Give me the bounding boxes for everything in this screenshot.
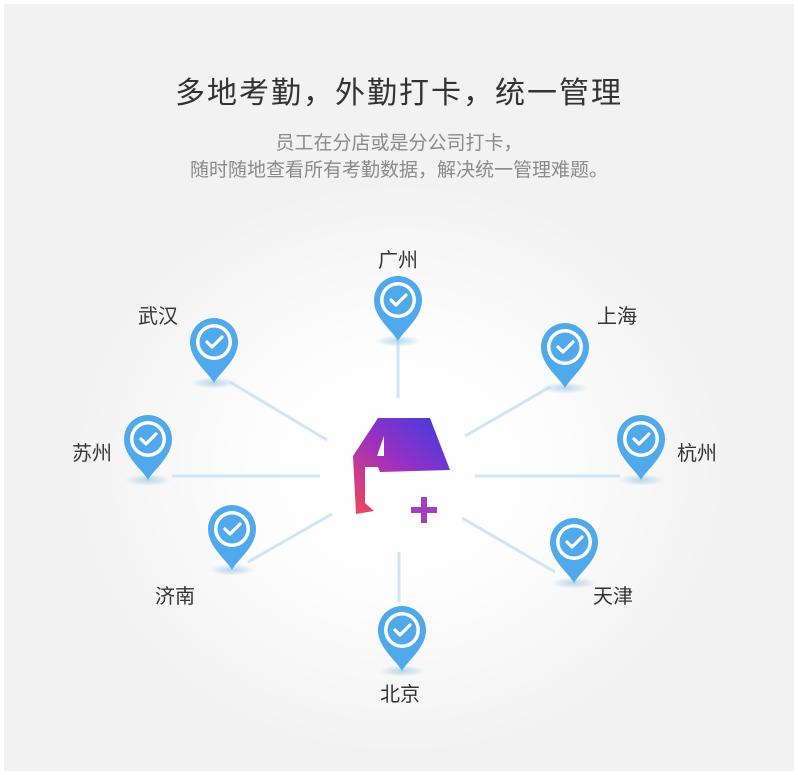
- location-check-icon: [122, 413, 174, 486]
- connector-line-jinan: [247, 512, 333, 564]
- connector-line-shanghai: [464, 385, 551, 438]
- city-label-tianjin: 天津: [593, 584, 633, 608]
- location-check-icon: [615, 413, 667, 486]
- pin-marker: [615, 413, 667, 482]
- location-check-icon: [376, 604, 428, 677]
- location-check-icon: [206, 503, 258, 576]
- location-check-icon: [548, 516, 600, 589]
- connector-lines: [172, 342, 620, 602]
- city-label-shanghai: 上海: [597, 304, 637, 328]
- city-label-hangzhou: 杭州: [677, 441, 717, 465]
- city-label-guangzhou: 广州: [378, 248, 418, 272]
- city-label-suzhou: 苏州: [72, 441, 112, 465]
- pin-marker: [376, 604, 428, 673]
- city-label-jinan: 济南: [155, 584, 195, 608]
- location-pins: [122, 274, 667, 677]
- connector-line-wuhan: [229, 380, 328, 442]
- pin-marker: [372, 274, 424, 343]
- pin-marker: [539, 321, 591, 390]
- subtitle-line-2: 随时随地查看所有考勤数据，解决统一管理难题。: [189, 159, 608, 181]
- location-check-icon: [188, 316, 240, 389]
- subtitle-line-1: 员工在分店或是分公司打卡，: [275, 132, 523, 154]
- city-label-wuhan: 武汉: [138, 304, 178, 328]
- app-logo-icon: [353, 418, 450, 523]
- page-title: 多地考勤，外勤打卡，统一管理: [175, 76, 623, 111]
- city-label-beijing: 北京: [380, 682, 420, 706]
- connector-line-tianjin: [461, 516, 556, 574]
- pin-marker: [188, 316, 240, 385]
- location-check-icon: [539, 321, 591, 394]
- location-check-icon: [372, 274, 424, 347]
- pin-marker: [122, 413, 174, 482]
- pin-marker: [548, 516, 600, 585]
